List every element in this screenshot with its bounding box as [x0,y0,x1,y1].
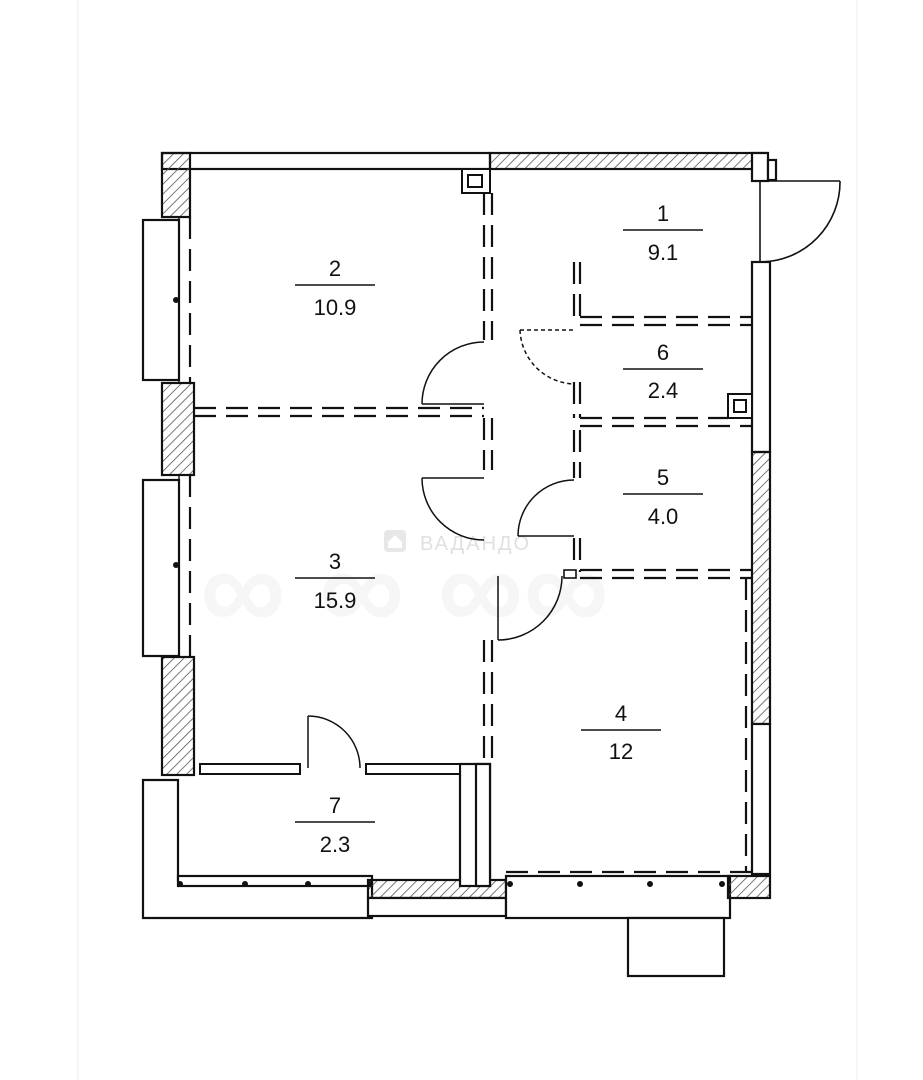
room-area: 2.3 [320,832,351,857]
room-area: 2.4 [648,378,679,403]
interior-doors [307,329,575,769]
partitions [188,193,752,874]
room-1-label: 1 9.1 [623,201,703,265]
room-number: 2 [329,256,341,281]
room-area: 12 [609,739,633,764]
room-2-label: 2 10.9 [295,256,375,320]
room-4-label: 4 12 [581,701,661,764]
room-number: 5 [657,465,669,490]
room-number: 3 [329,549,341,574]
bath-partition [199,763,461,775]
room-area: 15.9 [314,588,357,613]
vent-shafts [461,168,753,419]
watermark-text: ВАДАНДО [420,533,531,555]
wall-studs [173,297,725,887]
watermark: ВАДАНДО ∞ ∞ ∞∞ [200,522,609,656]
room-3-label: 3 15.9 [295,549,375,613]
room-area: 9.1 [648,240,679,265]
room-area: 4.0 [648,504,679,529]
room-5-label: 5 4.0 [623,465,703,529]
room-area: 10.9 [314,295,357,320]
room-7-label: 7 2.3 [295,793,375,857]
room-number: 7 [329,793,341,818]
outer-walls [141,151,778,978]
house-logo-icon [384,530,406,552]
entrance-door [759,180,841,263]
room-number: 4 [615,701,627,726]
room-number: 1 [657,201,669,226]
svg-text:∞ ∞ ∞∞: ∞ ∞ ∞∞ [200,522,609,656]
room-number: 6 [657,340,669,365]
room-6-label: 6 2.4 [623,340,703,403]
